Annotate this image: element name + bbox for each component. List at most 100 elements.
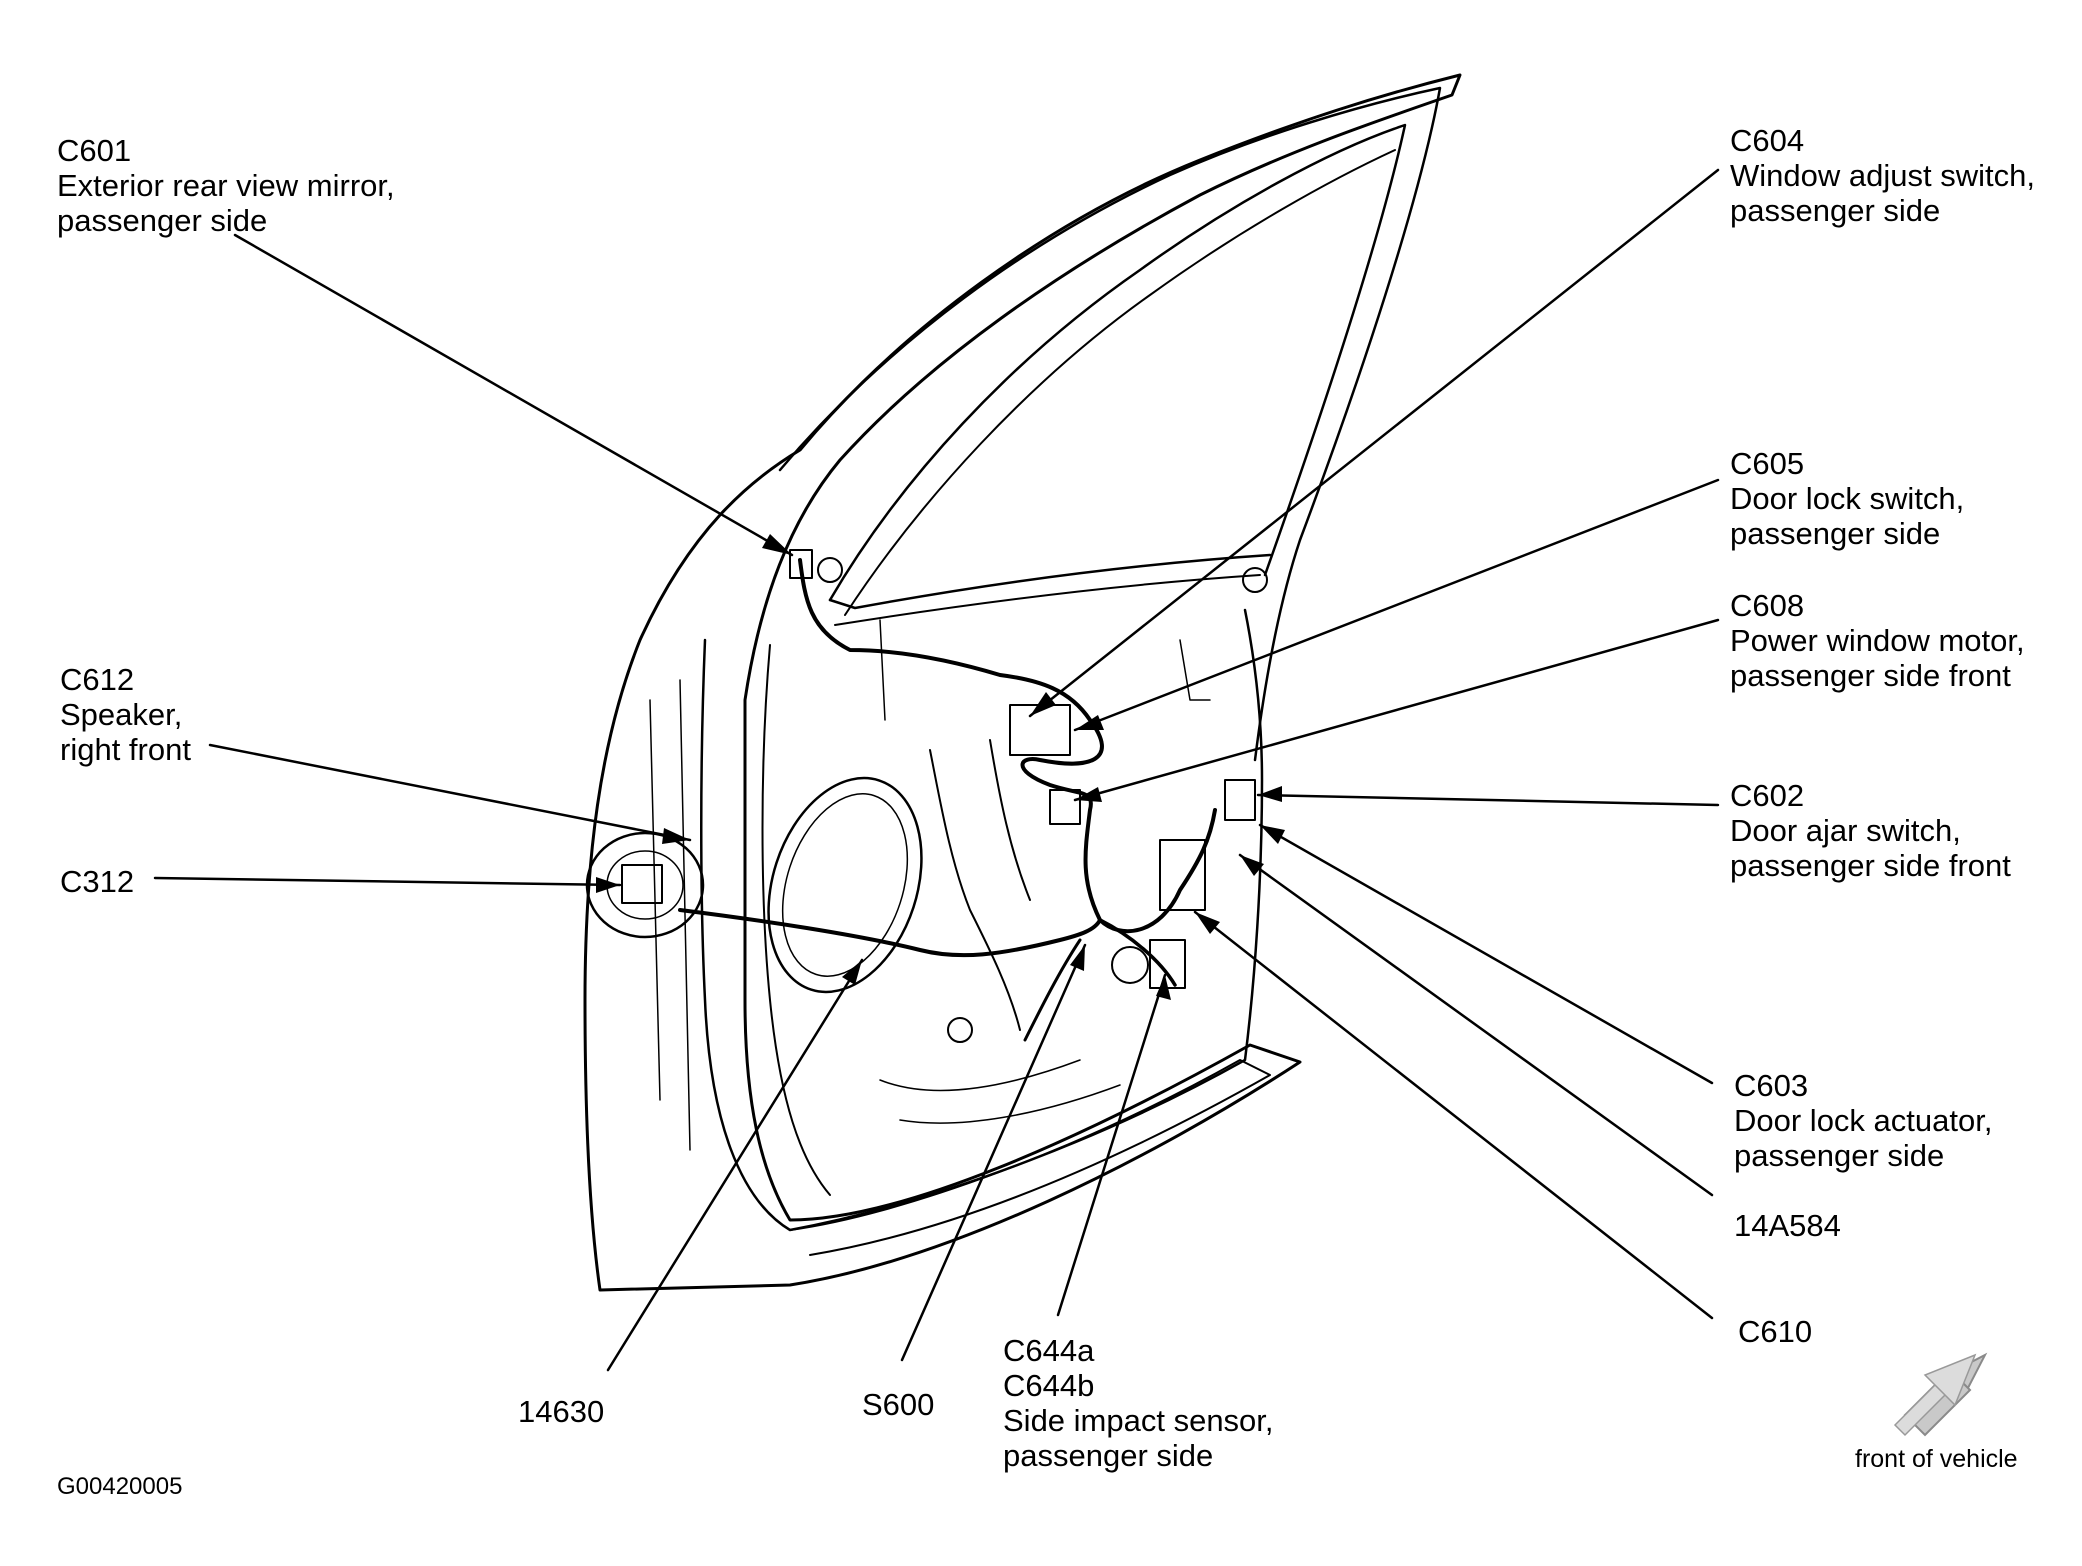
panel-detail-4 — [679, 679, 691, 1151]
belt-line-2 — [834, 574, 1261, 626]
impact-sensor-block — [1149, 939, 1186, 989]
lower-sill — [789, 1059, 1271, 1256]
callout-code-secondary: C644b — [1003, 1368, 1095, 1403]
mounting-hole-3 — [817, 557, 843, 583]
callout-c312: C312 — [60, 864, 134, 899]
callout-description: Power window motor, — [1730, 623, 2025, 658]
callout-description: Speaker, — [60, 697, 183, 732]
leader-c603 — [1258, 823, 1714, 1085]
arrowhead-c610 — [1195, 912, 1220, 934]
speaker-opening-inner — [781, 793, 909, 977]
callout-description: passenger side — [1730, 516, 1941, 551]
leader-c604 — [1028, 168, 1720, 718]
door-outer-outline — [583, 73, 1462, 1292]
leader-c612 — [208, 743, 692, 842]
callout-c604: C604 Window adjust switch, passenger sid… — [1730, 123, 2035, 228]
regulator-rail-2 — [989, 739, 1031, 901]
belt-line — [828, 553, 1272, 610]
leader-14a584 — [1238, 853, 1714, 1197]
harness-main — [798, 558, 1217, 934]
callout-description: Door ajar switch, — [1730, 813, 1961, 848]
callout-code: C601 — [57, 133, 132, 168]
callout-code: C312 — [60, 864, 135, 899]
callout-code: C612 — [60, 662, 135, 697]
callout-code: C604 — [1730, 123, 1805, 158]
front-of-vehicle-label: front of vehicle — [1855, 1445, 2018, 1473]
panel-detail-6 — [899, 1084, 1121, 1124]
callout-c603: C603 Door lock actuator, passenger side — [1734, 1068, 1992, 1173]
arrowhead-c605 — [1075, 715, 1104, 730]
callout-description: passenger side — [1734, 1138, 1945, 1173]
callout-description: Door lock actuator, — [1734, 1103, 1993, 1138]
callout-code: C610 — [1738, 1314, 1813, 1349]
figure-id: G00420005 — [57, 1473, 183, 1500]
callout-c644: C644a C644b Side impact sensor, passenge… — [1003, 1333, 1274, 1473]
callout-code: C603 — [1734, 1068, 1809, 1103]
lock-actuator-block — [1159, 839, 1206, 911]
window-frame-inner-2 — [844, 149, 1396, 616]
callout-description: Side impact sensor, — [1003, 1403, 1274, 1438]
leader-c312 — [153, 876, 622, 887]
panel-detail-2 — [1179, 639, 1211, 701]
callout-description: passenger side — [57, 203, 268, 238]
callout-s600: S600 — [862, 1387, 934, 1422]
callout-c612: C612 Speaker, right front — [60, 662, 191, 767]
callout-c601: C601 Exterior rear view mirror, passenge… — [57, 133, 395, 238]
leader-c605 — [1073, 478, 1720, 732]
callout-code: C602 — [1730, 778, 1805, 813]
inner-panel-edge — [761, 644, 831, 1196]
callout-description: passenger side front — [1730, 848, 2011, 883]
panel-detail-1 — [879, 619, 886, 721]
mounting-hole-1 — [1111, 946, 1149, 984]
window-regulator-rail — [929, 749, 1021, 1031]
callout-14a584: 14A584 — [1734, 1208, 1841, 1243]
window-frame-outer — [778, 86, 1442, 762]
leader-c601 — [233, 233, 794, 557]
arrowhead-14630 — [842, 960, 862, 985]
callout-code: C608 — [1730, 588, 1805, 623]
callout-description: passenger side — [1003, 1438, 1214, 1473]
arrowhead-c312 — [596, 877, 620, 893]
arrowhead-s600 — [1070, 945, 1085, 971]
window-frame-inner — [828, 123, 1407, 602]
leader-c602 — [1256, 793, 1720, 807]
arrowhead-c601 — [762, 534, 792, 555]
leader-s600 — [900, 943, 1087, 1362]
motor-connector — [1049, 789, 1081, 825]
arrowhead-14a584 — [1240, 855, 1264, 876]
speaker-opening — [767, 776, 923, 994]
callout-description: Door lock switch, — [1730, 481, 1965, 516]
arrowhead-c602 — [1258, 786, 1282, 802]
switch-connector-block — [1009, 704, 1071, 756]
harness-branch-down — [1023, 938, 1082, 1042]
callout-description: Window adjust switch, — [1730, 158, 2035, 193]
callout-c608: C608 Power window motor, passenger side … — [1730, 588, 2025, 693]
panel-detail-5 — [879, 1059, 1081, 1092]
callout-code: C644a — [1003, 1333, 1095, 1368]
callout-c610: C610 — [1738, 1314, 1812, 1349]
callout-14630: 14630 — [518, 1394, 604, 1429]
arrowhead-c603 — [1260, 825, 1285, 844]
callout-code: 14A584 — [1734, 1208, 1841, 1243]
arrowhead-c644 — [1156, 975, 1171, 1000]
callout-code: S600 — [862, 1387, 935, 1422]
callout-code: 14630 — [518, 1394, 605, 1429]
callout-description: Exterior rear view mirror, — [57, 168, 395, 203]
arrowhead-c612 — [662, 828, 690, 844]
leader-c610 — [1193, 910, 1714, 1320]
callout-c602: C602 Door ajar switch, passenger side fr… — [1730, 778, 2011, 883]
callout-description: right front — [60, 732, 191, 767]
leader-c644 — [1056, 973, 1167, 1317]
callout-description: passenger side front — [1730, 658, 2011, 693]
leader-14630 — [606, 958, 864, 1372]
callout-c605: C605 Door lock switch, passenger side — [1730, 446, 1964, 551]
front-of-vehicle-arrow-icon — [1893, 1352, 1988, 1437]
mounting-hole-4 — [1242, 567, 1268, 593]
callout-code: C605 — [1730, 446, 1805, 481]
mirror-connector — [789, 549, 813, 579]
ajar-switch-block — [1224, 779, 1256, 821]
harness-lower — [678, 908, 1102, 958]
leader-c608 — [1073, 618, 1720, 802]
